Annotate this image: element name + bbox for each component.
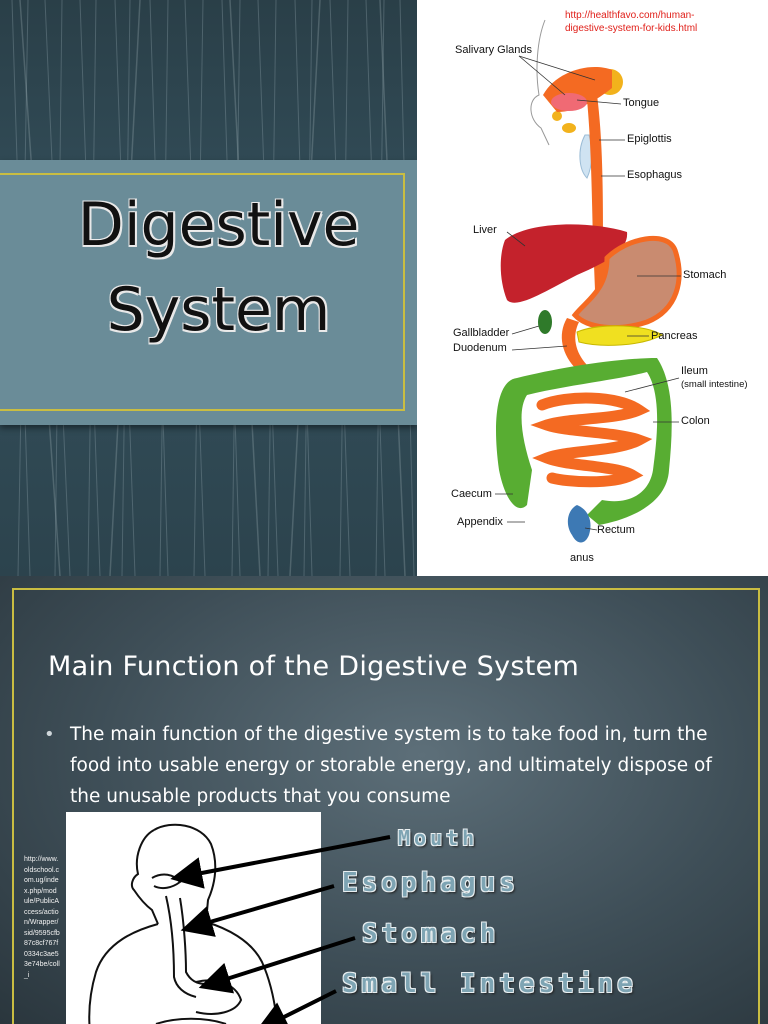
label-caecum: Caecum	[451, 488, 492, 500]
label-tongue: Tongue	[623, 97, 660, 109]
digestive-illustration	[495, 19, 682, 543]
side-source-url[interactable]: http://www.oldschool.com.ug/index.php/mo…	[24, 856, 60, 979]
slide2-title: Main Function of the Digestive System	[48, 651, 580, 682]
liver-icon	[500, 224, 628, 303]
digestive-diagram: http://healthfavo.com/human- digestive-s…	[417, 0, 768, 576]
label-pancreas: Pancreas	[651, 330, 698, 342]
label-colon: Colon	[681, 415, 710, 427]
label-epiglottis: Epiglottis	[627, 133, 672, 145]
colon-icon	[496, 358, 672, 525]
label-rectum: Rectum	[597, 524, 635, 536]
label-ileum-note: (small intestine)	[681, 379, 748, 390]
label-ileum: Ileum	[681, 365, 708, 377]
title-panel	[0, 160, 417, 425]
small-intestine-icon	[530, 392, 653, 488]
arrow-esophagus	[180, 884, 335, 937]
pancreas-icon	[576, 325, 663, 346]
label-appendix: Appendix	[457, 516, 503, 528]
bullet-item: • The main function of the digestive sys…	[44, 719, 734, 812]
label-esophagus: Esophagus	[627, 169, 683, 181]
bullet-text: The main function of the digestive syste…	[70, 724, 712, 807]
label-stomach: Stomach	[683, 269, 727, 281]
slide-main-function: Main Function of the Digestive System • …	[0, 576, 768, 1024]
label-liver: Liver	[473, 224, 497, 236]
organ-label-mouth: Mouth	[398, 826, 479, 850]
label-anus: anus	[570, 552, 594, 564]
source-url-line2[interactable]: digestive-system-for-kids.html	[565, 23, 698, 34]
label-duodenum: Duodenum	[453, 342, 507, 354]
gallbladder-icon	[538, 310, 552, 334]
organ-label-small-intestine: Small Intestine	[342, 969, 637, 999]
organ-label-esophagus: Esophagus	[342, 868, 519, 898]
slide-title-line1: Digestive	[77, 190, 360, 260]
label-gallbladder: Gallbladder	[453, 327, 510, 339]
slide-title: Digestive System	[0, 0, 768, 576]
source-url[interactable]: http://healthfavo.com/human- digestive-s…	[565, 9, 697, 35]
arrow-mouth	[170, 835, 391, 889]
rectum-icon	[567, 505, 591, 543]
source-url-line1[interactable]: http://healthfavo.com/human-	[565, 10, 695, 21]
stomach-icon	[571, 235, 682, 331]
tongue-icon	[551, 93, 587, 111]
bullet-dot: •	[44, 724, 55, 745]
arrow-small-intestine	[255, 989, 337, 1024]
arrow-stomach	[198, 936, 356, 994]
pointer-arrows	[170, 835, 391, 1024]
slide-title-line2: System	[106, 275, 331, 345]
organ-label-stomach: Stomach	[362, 919, 500, 949]
slide2-frame	[12, 588, 760, 1024]
title-frame	[0, 173, 405, 411]
label-salivary-glands: Salivary Glands	[455, 44, 533, 56]
